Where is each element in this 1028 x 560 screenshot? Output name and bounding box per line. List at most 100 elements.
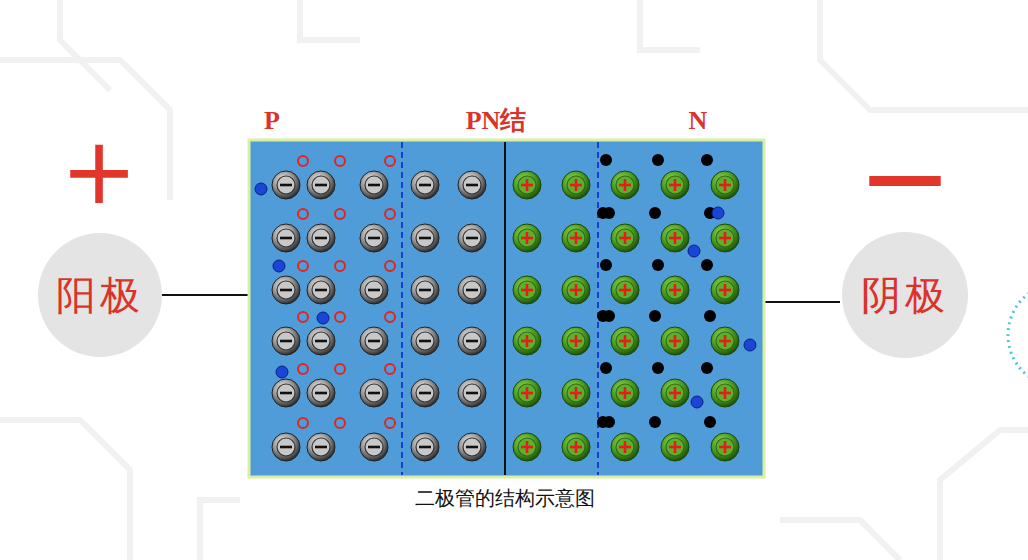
negative-ion — [272, 224, 300, 252]
negative-ion — [307, 171, 335, 199]
electron — [652, 259, 664, 271]
positive-ion — [562, 379, 590, 407]
charge-carriers — [255, 154, 756, 428]
negative-ion — [307, 224, 335, 252]
positive-ion — [562, 276, 590, 304]
cathode-wire — [765, 301, 840, 303]
free-carrier — [317, 312, 329, 324]
positive-ion — [513, 327, 541, 355]
electron — [597, 310, 609, 322]
electron — [600, 259, 612, 271]
electrode-name: 阳极 — [56, 275, 144, 315]
negative-ion — [458, 171, 486, 199]
positive-ion — [611, 224, 639, 252]
negative-ion — [458, 379, 486, 407]
positive-ion — [711, 433, 739, 461]
depletion-boundary — [401, 142, 403, 475]
semiconductor-body — [249, 140, 764, 477]
figure-caption: 二极管的结构示意图 — [415, 488, 595, 508]
region-label: P — [264, 108, 280, 134]
positive-ion — [562, 224, 590, 252]
negative-ion — [272, 379, 300, 407]
polarity-sign: — — [865, 136, 945, 216]
hole — [385, 156, 395, 166]
electron — [701, 154, 713, 166]
hole — [385, 418, 395, 428]
free-carrier — [691, 396, 703, 408]
positive-ion — [611, 433, 639, 461]
electron — [649, 416, 661, 428]
electrode-name: 阴极 — [861, 275, 949, 315]
electron — [701, 362, 713, 374]
electron — [600, 362, 612, 374]
decor-ring — [1008, 283, 1028, 387]
positive-ion — [711, 171, 739, 199]
positive-ion — [661, 224, 689, 252]
positive-ion — [513, 433, 541, 461]
negative-ion — [458, 276, 486, 304]
free-carrier — [255, 183, 267, 195]
negative-ion — [272, 433, 300, 461]
negative-ion — [458, 224, 486, 252]
negative-ion — [360, 433, 388, 461]
hole — [385, 209, 395, 219]
hole — [298, 364, 308, 374]
negative-ion — [360, 224, 388, 252]
cathode-circle: 阴极 — [842, 232, 968, 358]
hole — [298, 156, 308, 166]
hole — [385, 261, 395, 271]
positive-ion — [611, 171, 639, 199]
hole — [335, 418, 345, 428]
negative-ion — [411, 171, 439, 199]
hole — [385, 364, 395, 374]
positive-ion — [661, 327, 689, 355]
free-carrier — [276, 366, 288, 378]
hole — [298, 209, 308, 219]
positive-ion — [513, 171, 541, 199]
hole — [298, 418, 308, 428]
negative-ion — [307, 379, 335, 407]
hole — [335, 156, 345, 166]
positive-ion — [562, 433, 590, 461]
electron — [652, 362, 664, 374]
electron — [597, 207, 609, 219]
polarity-sign: + — [60, 126, 137, 218]
junction-line — [504, 142, 506, 475]
electron — [597, 416, 609, 428]
electron — [704, 416, 716, 428]
positive-ion — [661, 433, 689, 461]
electron — [649, 310, 661, 322]
positive-ion — [562, 171, 590, 199]
negative-ion — [411, 327, 439, 355]
negative-ion — [360, 379, 388, 407]
anode-circle: 阳极 — [38, 233, 162, 357]
positive-ion — [611, 379, 639, 407]
hole — [335, 364, 345, 374]
hole — [385, 312, 395, 322]
negative-ion — [307, 433, 335, 461]
free-carrier — [744, 339, 756, 351]
negative-ion — [272, 276, 300, 304]
electron — [652, 154, 664, 166]
negative-ion — [411, 379, 439, 407]
ion-lattice — [272, 171, 739, 461]
positive-ion — [513, 276, 541, 304]
electron — [649, 207, 661, 219]
negative-ion — [272, 327, 300, 355]
hole — [298, 261, 308, 271]
free-carrier — [712, 207, 724, 219]
region-label: PN结 — [466, 108, 527, 134]
negative-ion — [360, 171, 388, 199]
hole — [335, 261, 345, 271]
free-carrier — [688, 245, 700, 257]
anode-wire — [162, 294, 249, 296]
negative-ion — [272, 171, 300, 199]
positive-ion — [611, 276, 639, 304]
negative-ion — [411, 276, 439, 304]
hole — [335, 312, 345, 322]
free-carrier — [273, 260, 285, 272]
negative-ion — [458, 433, 486, 461]
positive-ion — [711, 327, 739, 355]
